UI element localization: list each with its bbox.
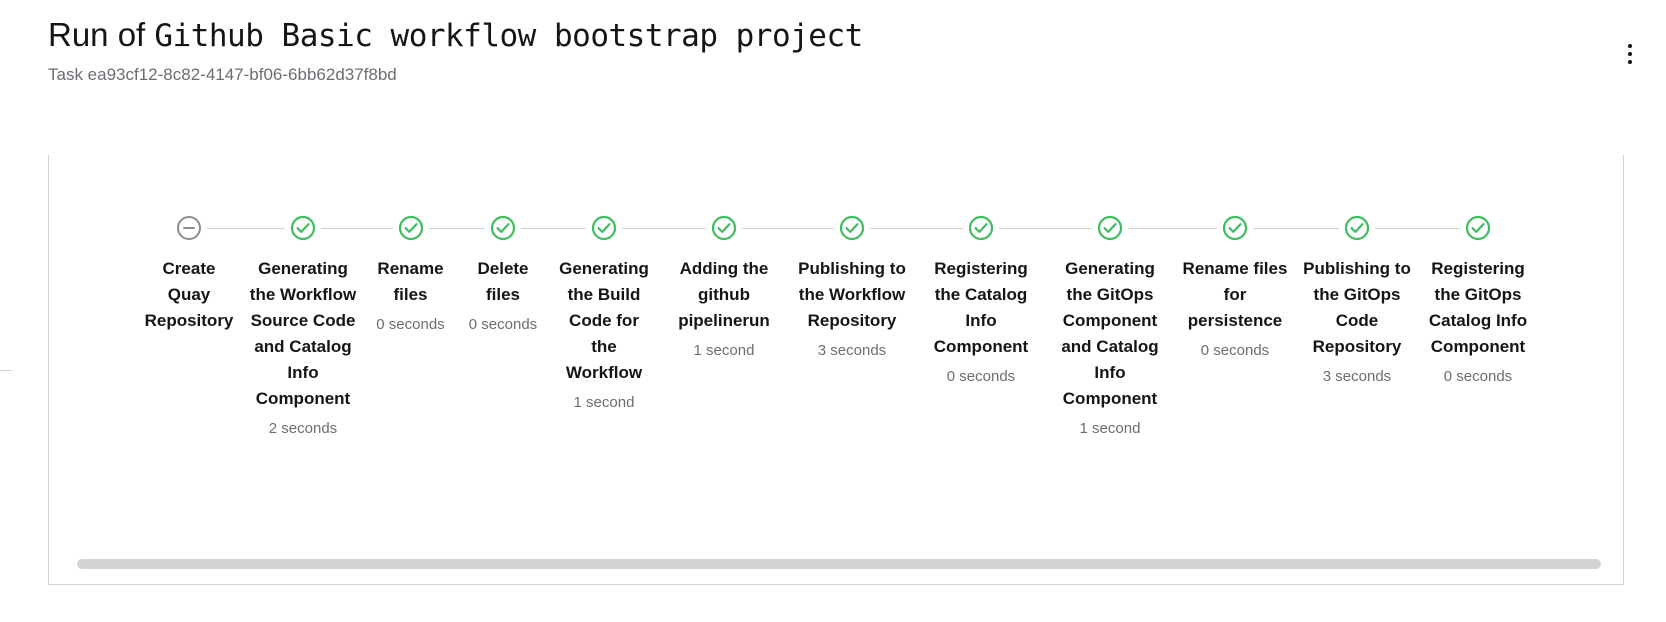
stepper-step[interactable]: Registering the Catalog Info Component 0 … [916, 213, 1046, 390]
step-icon-row [243, 213, 363, 243]
step-duration: 0 seconds [1443, 368, 1513, 385]
stepper-step[interactable]: Generating the GitOps Component and Cata… [1046, 213, 1174, 442]
stepper-step[interactable]: Generating the Build Code for the Workfl… [548, 213, 660, 416]
page-header: Run of Github Basic workflow bootstrap p… [48, 14, 1626, 86]
step-label: Generating the Build Code for the Workfl… [559, 259, 649, 382]
step-duration: 0 seconds [376, 316, 445, 333]
step-icon-row [1296, 213, 1418, 243]
step-status-check-circle-icon[interactable] [1463, 213, 1493, 243]
step-status-check-circle-icon[interactable] [589, 213, 619, 243]
step-label: Publishing to the GitOps Code Repository [1303, 259, 1411, 356]
step-label: Rename files [377, 259, 444, 304]
step-status-check-circle-icon[interactable] [395, 213, 426, 243]
step-duration: 1 second [573, 394, 635, 411]
page-gutter [0, 0, 15, 622]
step-connector-line [1296, 228, 1339, 229]
stepper-step[interactable]: Create Quay Repository [135, 213, 243, 334]
step-duration: 0 seconds [946, 368, 1016, 385]
step-icon-row [458, 213, 548, 243]
step-icon-row [788, 213, 916, 243]
step-connector-line [870, 228, 916, 229]
step-connector-line [1418, 228, 1460, 229]
step-status-minus-circle-icon[interactable] [174, 213, 204, 243]
step-connector-line [788, 228, 834, 229]
step-connector-line [1128, 228, 1174, 229]
step-duration: 3 seconds [817, 342, 887, 359]
gutter-tick [0, 370, 12, 371]
step-duration: 0 seconds [1200, 342, 1270, 359]
step-icon-row [1046, 213, 1174, 243]
step-connector-line [742, 228, 788, 229]
stepper-step[interactable]: Delete files 0 seconds [458, 213, 548, 338]
step-status-check-circle-icon[interactable] [1220, 213, 1250, 243]
step-label: Registering the GitOps Catalog Info Comp… [1428, 259, 1528, 356]
step-label: Registering the Catalog Info Component [933, 259, 1029, 356]
step-connector-line [1253, 228, 1296, 229]
stepper-step[interactable]: Generating the Workflow Source Code and … [243, 213, 363, 442]
step-label: Rename files for persistence [1182, 259, 1288, 330]
kebab-menu-icon[interactable] [1612, 36, 1648, 72]
step-status-check-circle-icon[interactable] [488, 213, 518, 243]
step-duration: 2 seconds [268, 420, 338, 437]
step-connector-line [321, 228, 363, 229]
step-icon-row [916, 213, 1046, 243]
step-connector-line [363, 228, 393, 229]
step-label: Publishing to the Workflow Repository [798, 259, 906, 330]
step-status-check-circle-icon[interactable] [1095, 213, 1125, 243]
stepper-step[interactable]: Registering the GitOps Catalog Info Comp… [1418, 213, 1538, 390]
step-label: Delete files [477, 259, 529, 304]
step-duration: 1 second [1079, 420, 1141, 437]
page-title-workflow-name: Github Basic workflow bootstrap project [154, 18, 863, 54]
step-icon-row [1174, 213, 1296, 243]
step-label: Create Quay Repository [144, 259, 234, 330]
step-icon-row [1418, 213, 1538, 243]
step-connector-line [622, 228, 660, 229]
step-connector-line [548, 228, 586, 229]
step-connector-line [660, 228, 706, 229]
step-label: Adding the github pipelinerun [678, 259, 770, 330]
step-icon-row [363, 213, 458, 243]
step-status-check-circle-icon[interactable] [288, 213, 318, 243]
step-connector-line [458, 228, 485, 229]
step-duration: 0 seconds [468, 316, 538, 333]
stepper-step[interactable]: Rename files for persistence 0 seconds [1174, 213, 1296, 364]
step-connector-line [1046, 228, 1092, 229]
step-connector-line [428, 228, 458, 229]
step-connector-line [999, 228, 1046, 229]
step-status-check-circle-icon[interactable] [709, 213, 739, 243]
step-connector-line [916, 228, 963, 229]
stepper-step[interactable]: Publishing to the GitOps Code Repository… [1296, 213, 1418, 390]
page-title-prefix: Run of [48, 16, 155, 53]
step-connector-line [521, 228, 548, 229]
step-status-check-circle-icon[interactable] [1342, 213, 1372, 243]
step-connector-line [243, 228, 285, 229]
step-status-check-circle-icon[interactable] [837, 213, 867, 243]
step-connector-line [207, 228, 243, 229]
kebab-dot [1628, 52, 1632, 56]
step-connector-line [1375, 228, 1418, 229]
step-duration: 3 seconds [1322, 368, 1392, 385]
page-title: Run of Github Basic workflow bootstrap p… [48, 14, 1626, 57]
step-connector-line [1174, 228, 1217, 229]
step-label: Generating the GitOps Component and Cata… [1061, 259, 1159, 408]
kebab-dot [1628, 44, 1632, 48]
step-label: Generating the Workflow Source Code and … [249, 259, 357, 408]
step-status-check-circle-icon[interactable] [966, 213, 996, 243]
task-id-subtitle: Task ea93cf12-8c82-4147-bf06-6bb62d37f8b… [48, 65, 397, 84]
step-icon-row [135, 213, 243, 243]
step-duration: 1 second [693, 342, 755, 359]
kebab-dot [1628, 60, 1632, 64]
stepper-step[interactable]: Adding the github pipelinerun 1 second [660, 213, 788, 364]
stepper-step[interactable]: Rename files 0 seconds [363, 213, 458, 338]
step-icon-row [548, 213, 660, 243]
step-icon-row [660, 213, 788, 243]
horizontal-scrollbar[interactable] [77, 559, 1601, 569]
stepper-step[interactable]: Publishing to the Workflow Repository 3 s… [788, 213, 916, 364]
